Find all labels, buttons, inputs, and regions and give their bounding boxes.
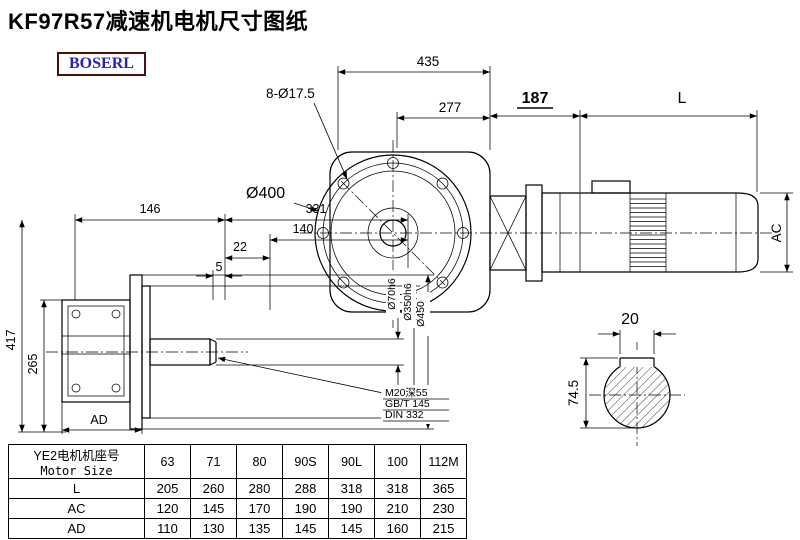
size-col-header: 71 <box>190 444 237 479</box>
cell: 260 <box>190 478 237 499</box>
dim-bolt-holes-label: 8-Ø17.5 <box>266 86 315 101</box>
size-col-header: 100 <box>374 444 421 479</box>
dim-L-label: L <box>678 90 687 107</box>
size-col-header: 90L <box>328 444 375 479</box>
header-line1: YE2电机机座号 <box>33 449 120 463</box>
side-view-dimensions: 146 331 140 22 5 417 265 AD Ø70h6 Ø350h6 <box>4 202 452 434</box>
header-line2: Motor Size <box>40 464 113 478</box>
dim-key-width-label: 20 <box>621 311 639 328</box>
front-view-dimensions: 435 8-Ø17.5 277 187 L Ø400 AC <box>246 54 793 273</box>
cell: 280 <box>236 478 283 499</box>
cell: 130 <box>190 518 237 539</box>
row-label: AC <box>8 498 145 519</box>
dim-shaft-dia-label: Ø70h6 <box>386 278 398 310</box>
dim-435-label: 435 <box>417 54 440 69</box>
page-title: KF97R57减速机电机尺寸图纸 <box>8 9 309 34</box>
cell: 318 <box>374 478 421 499</box>
table-header-row: YE2电机机座号 Motor Size 63 71 80 90S 90L 100… <box>8 444 467 479</box>
front-view <box>300 140 772 328</box>
cell: 145 <box>190 498 237 519</box>
cell: 190 <box>282 498 329 519</box>
dim-AC-label: AC <box>769 223 784 242</box>
dim-146-label: 146 <box>140 202 161 216</box>
dim-flange-dia-label: Ø400 <box>246 185 285 202</box>
cell: 135 <box>236 518 283 539</box>
cell: 215 <box>420 518 467 539</box>
table-row-L: L 205 260 280 288 318 318 365 <box>8 478 467 499</box>
tap-note-line3: DIN 332 <box>385 409 424 421</box>
tap-note-line1: M20深55 <box>385 387 428 399</box>
dim-331-label: 331 <box>306 202 327 216</box>
row-label: AD <box>8 518 145 539</box>
cell: 365 <box>420 478 467 499</box>
cell: 145 <box>328 518 375 539</box>
brand-logo: BOSERL <box>57 52 146 76</box>
table-header-label: YE2电机机座号 Motor Size <box>8 444 145 479</box>
dim-265-label: 265 <box>26 354 40 375</box>
table-row-AC: AC 120 145 170 190 190 210 230 <box>8 498 467 519</box>
row-label: L <box>8 478 145 499</box>
cell: 170 <box>236 498 283 519</box>
size-col-header: 90S <box>282 444 329 479</box>
motor-assembly <box>489 180 759 282</box>
table-row-AD: AD 110 130 135 145 145 160 215 <box>8 518 467 539</box>
dim-spigot-dia-label: Ø350h6 <box>402 283 414 321</box>
cell: 145 <box>282 518 329 539</box>
dim-5-label: 5 <box>216 260 223 274</box>
motor-dimension-table: YE2电机机座号 Motor Size 63 71 80 90S 90L 100… <box>8 444 467 539</box>
dim-277-label: 277 <box>439 100 462 115</box>
cell: 318 <box>328 478 375 499</box>
cell: 190 <box>328 498 375 519</box>
cell: 110 <box>144 518 191 539</box>
cell: 120 <box>144 498 191 519</box>
shaft-section: 20 74.5 <box>566 311 685 446</box>
dim-140-label: 140 <box>293 222 314 236</box>
side-view <box>46 274 248 430</box>
dim-187-label: 187 <box>522 90 549 107</box>
dim-22-label: 22 <box>233 240 247 254</box>
dim-AD-label: AD <box>90 413 107 427</box>
tap-note-line2: GB/T 145 <box>385 398 430 410</box>
dim-74-5-label: 74.5 <box>566 380 581 406</box>
cell: 288 <box>282 478 329 499</box>
cell: 210 <box>374 498 421 519</box>
cell: 205 <box>144 478 191 499</box>
size-col-header: 80 <box>236 444 283 479</box>
dim-flange-dia-side-label: Ø450 <box>415 301 427 327</box>
cell: 160 <box>374 518 421 539</box>
cell: 230 <box>420 498 467 519</box>
dim-417-label: 417 <box>4 330 18 351</box>
motor-cooling-fins <box>630 198 666 267</box>
size-col-header: 112M <box>420 444 467 479</box>
size-col-header: 63 <box>144 444 191 479</box>
